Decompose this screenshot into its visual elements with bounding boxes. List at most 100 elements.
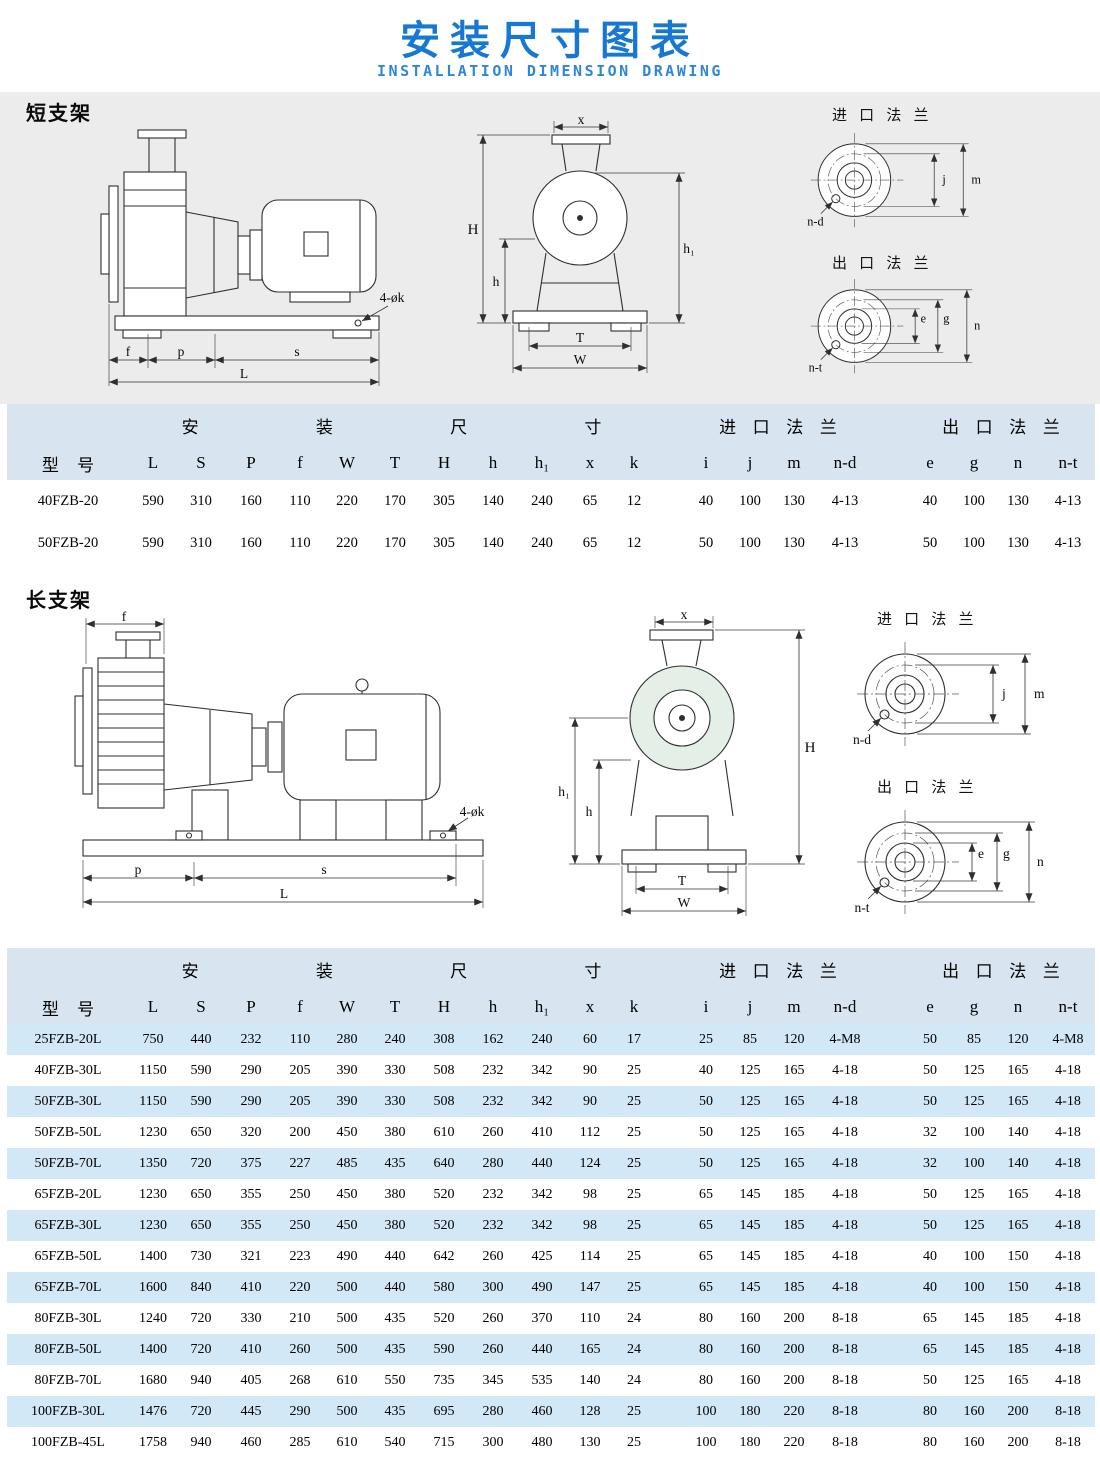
dim-cell: 410 (531, 1124, 553, 1140)
dim-cell: 160 (240, 534, 262, 551)
dim-cell: 290 (277, 1396, 323, 1427)
dim-cell: 642 (433, 1248, 455, 1264)
dim-cell: 321 (240, 1248, 262, 1264)
dim-cell: 405 (240, 1372, 262, 1388)
dim-cell: 80 (699, 1372, 713, 1388)
lifting-eye (355, 678, 369, 692)
dim-cell: 8-18 (832, 1434, 858, 1450)
model-cell: 100FZB-45L (31, 1434, 105, 1450)
model-cell: 65FZB-20L (34, 1186, 102, 1202)
dim-cell: 145 (739, 1248, 761, 1264)
dim-cell: 345 (482, 1372, 504, 1388)
dim-cell: 110 (289, 534, 311, 551)
column-header: j (729, 990, 771, 1024)
inlet-flange-drawing-short: n-d j m (807, 132, 981, 228)
bolt-hole (879, 709, 890, 720)
dim-cell: 342 (531, 1062, 553, 1078)
dim-cell: 520 (419, 1210, 469, 1241)
flange-face: n-t (855, 810, 959, 915)
bolt-hole-callout: 4-øk (460, 804, 485, 819)
dim-cell: 160 (953, 1396, 995, 1427)
dim-label-s: s (294, 344, 299, 359)
dim-cell: 125 (739, 1062, 761, 1078)
dim-cell: 50 (907, 1086, 953, 1117)
dim-cell: 220 (771, 1396, 817, 1427)
dim-cell: 223 (289, 1248, 311, 1264)
column-header: n (995, 990, 1041, 1024)
dim-cell: 508 (433, 1062, 455, 1078)
dim-cell: 1476 (129, 1396, 177, 1427)
dim-cell: 80 (683, 1334, 729, 1365)
dim-cell: 1230 (139, 1124, 167, 1140)
dim-cell: 100 (963, 534, 985, 551)
column-header: h₁ (517, 446, 567, 480)
dim-cell: 24 (627, 1372, 641, 1388)
dim-cell: 145 (953, 1334, 995, 1365)
bolt-hole (831, 340, 841, 350)
flange-face: n-d (807, 132, 904, 228)
dim-cell: 280 (323, 1024, 371, 1055)
dim-cell: 130 (783, 492, 805, 509)
column-header: i (683, 990, 729, 1024)
dim-cell: 12 (626, 534, 642, 551)
model-cell: 25FZB-20L (7, 1024, 129, 1055)
dim-cell: 160 (739, 1310, 761, 1326)
dim-cell: 355 (240, 1186, 262, 1202)
dim-cell: 125 (963, 1062, 985, 1078)
dim-cell: 25 (613, 1272, 655, 1303)
pump-side-outline (100, 129, 380, 339)
dim-cell: 80 (699, 1310, 713, 1326)
dim-cell: 4-18 (1055, 1062, 1081, 1078)
group-header-inlet-flange: 进 口 法 兰 (683, 404, 873, 446)
dim-cell: 25 (613, 1148, 655, 1179)
label-e: e (978, 846, 984, 861)
dim-cell: 380 (371, 1210, 419, 1241)
table-group-header-row: 安 装 尺 寸进 口 法 兰出 口 法 兰 (7, 948, 1095, 990)
dim-cell: 330 (384, 1062, 406, 1078)
dim-cell: 200 (1007, 1434, 1029, 1450)
dim-cell: 4-18 (1041, 1272, 1095, 1303)
dim-cell: 500 (323, 1272, 371, 1303)
dim-cell: 4-13 (831, 534, 859, 551)
dim-cell: 435 (384, 1310, 406, 1326)
dim-cell: 500 (323, 1334, 371, 1365)
dim-cell: 440 (517, 1148, 567, 1179)
dim-cell: 4-18 (832, 1062, 858, 1078)
dim-cell: 440 (177, 1024, 225, 1055)
dim-label-W: W (574, 352, 587, 367)
column-header: W (323, 446, 371, 480)
model-cell: 100FZB-30L (7, 1396, 129, 1427)
dim-cell: 140 (995, 1148, 1041, 1179)
dim-cell: 25 (613, 1396, 655, 1427)
dim-cell: 695 (419, 1396, 469, 1427)
dim-label-f: f (126, 344, 131, 359)
label-g: g (943, 311, 949, 325)
dim-cell: 185 (783, 1186, 805, 1202)
dim-cell: 40 (699, 1062, 713, 1078)
group-header-outlet-flange: 出 口 法 兰 (907, 404, 1095, 446)
dim-cell: 1230 (129, 1210, 177, 1241)
label-n-d: n-d (807, 214, 823, 228)
dim-cell: 98 (567, 1210, 613, 1241)
dim-cell: 330 (371, 1086, 419, 1117)
dim-cell: 440 (384, 1248, 406, 1264)
dim-cell: 100 (739, 534, 761, 551)
dim-cell: 285 (289, 1434, 311, 1450)
dim-cell: 147 (567, 1272, 613, 1303)
dim-cell: 260 (469, 1334, 517, 1365)
model-cell: 80FZB-50L (7, 1334, 129, 1365)
dim-cell: 4-18 (832, 1248, 858, 1264)
dim-cell: 4-18 (817, 1210, 873, 1241)
dim-cell: 160 (739, 1372, 761, 1388)
column-header: H (419, 446, 469, 480)
column-header: f (277, 446, 323, 480)
dim-cell: 4-18 (817, 1148, 873, 1179)
dim-cell: 200 (783, 1372, 805, 1388)
dim-cell: 130 (579, 1434, 601, 1450)
dim-cell: 100 (963, 1248, 985, 1264)
dim-cell: 50 (922, 534, 938, 551)
dim-cell: 50 (907, 1024, 953, 1055)
flange-dimensions: e g n (913, 821, 1044, 903)
dim-cell: 165 (1007, 1062, 1029, 1078)
